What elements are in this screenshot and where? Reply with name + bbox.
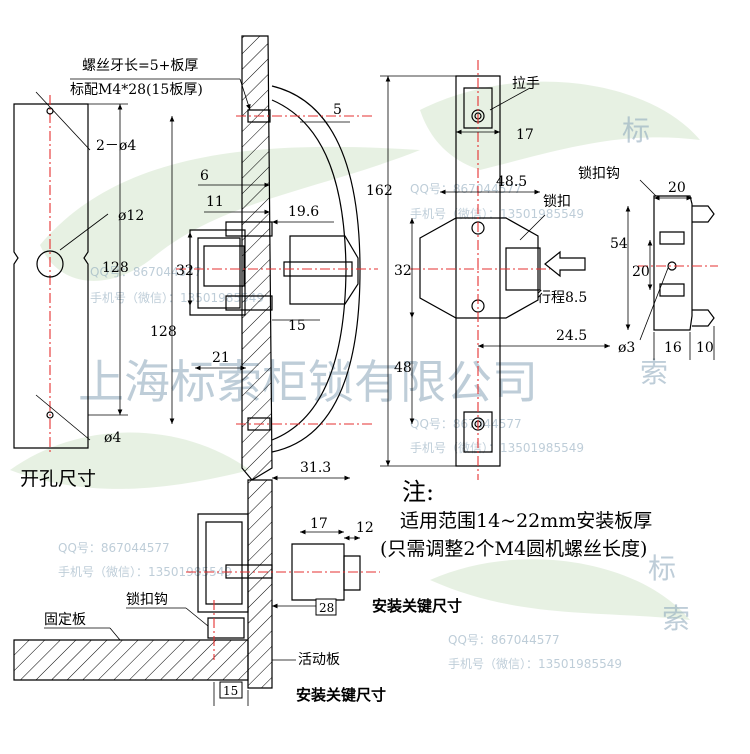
- label-dim-21: 21: [212, 350, 230, 366]
- watermark-brand-char-3: 标: [648, 552, 676, 585]
- assembly-screw: [225, 564, 273, 579]
- watermark-phone-4: 手机号（微信）：13501985549: [58, 565, 232, 579]
- watermark-qq-5: QQ号：867044577: [448, 633, 560, 647]
- side-curved-handle: [271, 85, 361, 453]
- watermark-phone-2: 手机号（微信）：13501985549: [410, 207, 584, 221]
- label-dim-15-bottom: 15: [223, 684, 238, 698]
- watermark-phone-5: 手机号（微信）：13501985549: [448, 657, 622, 671]
- hook-detail-view: 锁扣钩 20 54 20 ø3 16 10: [578, 166, 718, 360]
- watermark-phone-1: 手机号（微信）：13501985549: [90, 291, 264, 305]
- watermark-brand-char-4: 索: [662, 602, 690, 635]
- label-screw-length: 螺丝牙长=5+板厚: [82, 58, 198, 74]
- label-dim-15-side: 15: [288, 318, 306, 334]
- label-dim-128-side: 128: [150, 324, 177, 340]
- label-dim-6: 6: [200, 168, 209, 184]
- label-dim-16: 16: [664, 340, 682, 356]
- label-dim-5: 5: [333, 102, 342, 118]
- label-dim-31-3: 31.3: [300, 460, 331, 476]
- label-handle: 拉手: [512, 76, 540, 92]
- label-dim-17-top: 17: [516, 127, 534, 143]
- label-dim-11: 11: [206, 194, 224, 210]
- label-hook-bottom: 锁扣钩: [126, 592, 168, 608]
- front-top-slot: [463, 87, 493, 129]
- label-dim-10: 10: [696, 340, 714, 356]
- label-dim-48: 48: [394, 360, 412, 376]
- side-screw: [283, 261, 353, 277]
- label-dim-19-6: 19.6: [288, 204, 319, 220]
- side-latch-body: [203, 245, 245, 287]
- label-dim-162: 162: [366, 183, 393, 199]
- label-dim-24-5: 24.5: [556, 328, 587, 344]
- label-dim-32-front: 32: [394, 263, 412, 279]
- label-dim-phi3: ø3: [618, 340, 635, 356]
- front-handle-plate: [455, 75, 501, 467]
- note-line-1: 适用范围14~22mm安装板厚: [400, 510, 652, 532]
- leader-phi12: [59, 213, 109, 251]
- top-small-hole: [46, 107, 54, 115]
- label-moving-plate: 活动板: [298, 652, 340, 668]
- stroke-arrow: [544, 250, 586, 278]
- label-key-dims-2: 安装关键尺寸: [296, 686, 386, 704]
- front-bottom-slot: [463, 411, 493, 453]
- bottom-small-hole: [46, 411, 54, 419]
- watermark-qq-3: QQ号：867044577: [410, 417, 522, 431]
- label-2phi4: 2－ø4: [96, 138, 136, 154]
- assembly-latch: [291, 543, 345, 601]
- watermark-phone-3: 手机号（微信）：13501985549: [410, 441, 584, 455]
- front-view: 162 32 48 17 48.5 拉手 锁扣 行程8.5 24.5: [366, 60, 610, 480]
- watermark-leaf-4: [430, 559, 690, 620]
- watermark-brand-char-1: 标: [622, 114, 650, 147]
- side-screw-bottom: [225, 295, 273, 311]
- label-fixed-plate: 固定板: [44, 612, 86, 628]
- assembly-moving-panel: [247, 479, 273, 689]
- assembly-hook: [207, 617, 245, 639]
- watermark-qq-4: QQ号：867044577: [58, 541, 170, 555]
- side-section-view: 螺丝牙长=5+板厚 标配M4*28(15板厚) 5 6 11 19.6 32 1…: [70, 35, 378, 481]
- label-dim-17-bottom: 17: [310, 516, 328, 532]
- label-hook-title: 锁扣钩: [578, 166, 620, 182]
- dim-15-box: [219, 681, 243, 699]
- label-latch: 锁扣: [543, 194, 571, 210]
- leader-phi4: [35, 394, 91, 441]
- watermark-layer: 上海标索柜锁有限公司 标 索 标 索 QQ号：867044577 手机号（微信）…: [10, 81, 700, 671]
- front-latch: [505, 247, 541, 291]
- note-title: 注:: [402, 478, 434, 506]
- watermark-company: 上海标索柜锁有限公司: [78, 355, 538, 409]
- label-phi12: ø12: [118, 208, 144, 224]
- side-cap: [289, 235, 359, 305]
- cutout-view: 2－ø4 ø12 128 ø4 开孔尺寸: [13, 91, 144, 490]
- cutout-panel-outline: [13, 103, 89, 449]
- watermark-leaf-2: [420, 81, 700, 170]
- side-screw-top: [225, 221, 273, 237]
- label-dim-28: 28: [319, 601, 334, 615]
- label-dim-128-left: 128: [102, 260, 129, 276]
- label-screw-standard: 标配M4*28(15板厚): [70, 82, 203, 98]
- assembly-fixed-panel: [13, 639, 249, 681]
- watermark-leaf-3: [10, 432, 250, 489]
- front-lock-body: [419, 217, 539, 319]
- label-dim-48-5: 48.5: [496, 174, 527, 190]
- label-phi4: ø4: [104, 430, 121, 446]
- watermark-leaf-1: [40, 146, 420, 281]
- dim-28-box: [315, 598, 337, 616]
- hook-outline: [653, 195, 693, 331]
- label-dim-54: 54: [610, 236, 628, 252]
- label-dim-20-top: 20: [668, 180, 686, 196]
- label-dim-20-mid: 20: [632, 264, 650, 280]
- side-panel-section: [241, 35, 273, 481]
- center-hole-phi12: [36, 250, 64, 278]
- label-dim-32-side: 32: [176, 263, 194, 279]
- note-block: 注: 适用范围14~22mm安装板厚 (只需调整2个M4圆机螺丝长度): [380, 478, 652, 560]
- label-dim-12-bottom: 12: [356, 520, 374, 536]
- note-line-2: (只需调整2个M4圆机螺丝长度): [380, 538, 647, 560]
- leader-2phi4: [35, 91, 91, 151]
- cutout-title: 开孔尺寸: [20, 468, 96, 490]
- label-stroke: 行程8.5: [537, 290, 587, 306]
- label-key-dims-1: 安装关键尺寸: [372, 597, 462, 615]
- assembly-view: 17 12 28 安装关键尺寸 固定板 锁扣钩 活动板 15 安装关键尺寸: [13, 479, 462, 706]
- watermark-brand-char-2: 索: [640, 356, 668, 389]
- assembly-bracket: [197, 513, 249, 613]
